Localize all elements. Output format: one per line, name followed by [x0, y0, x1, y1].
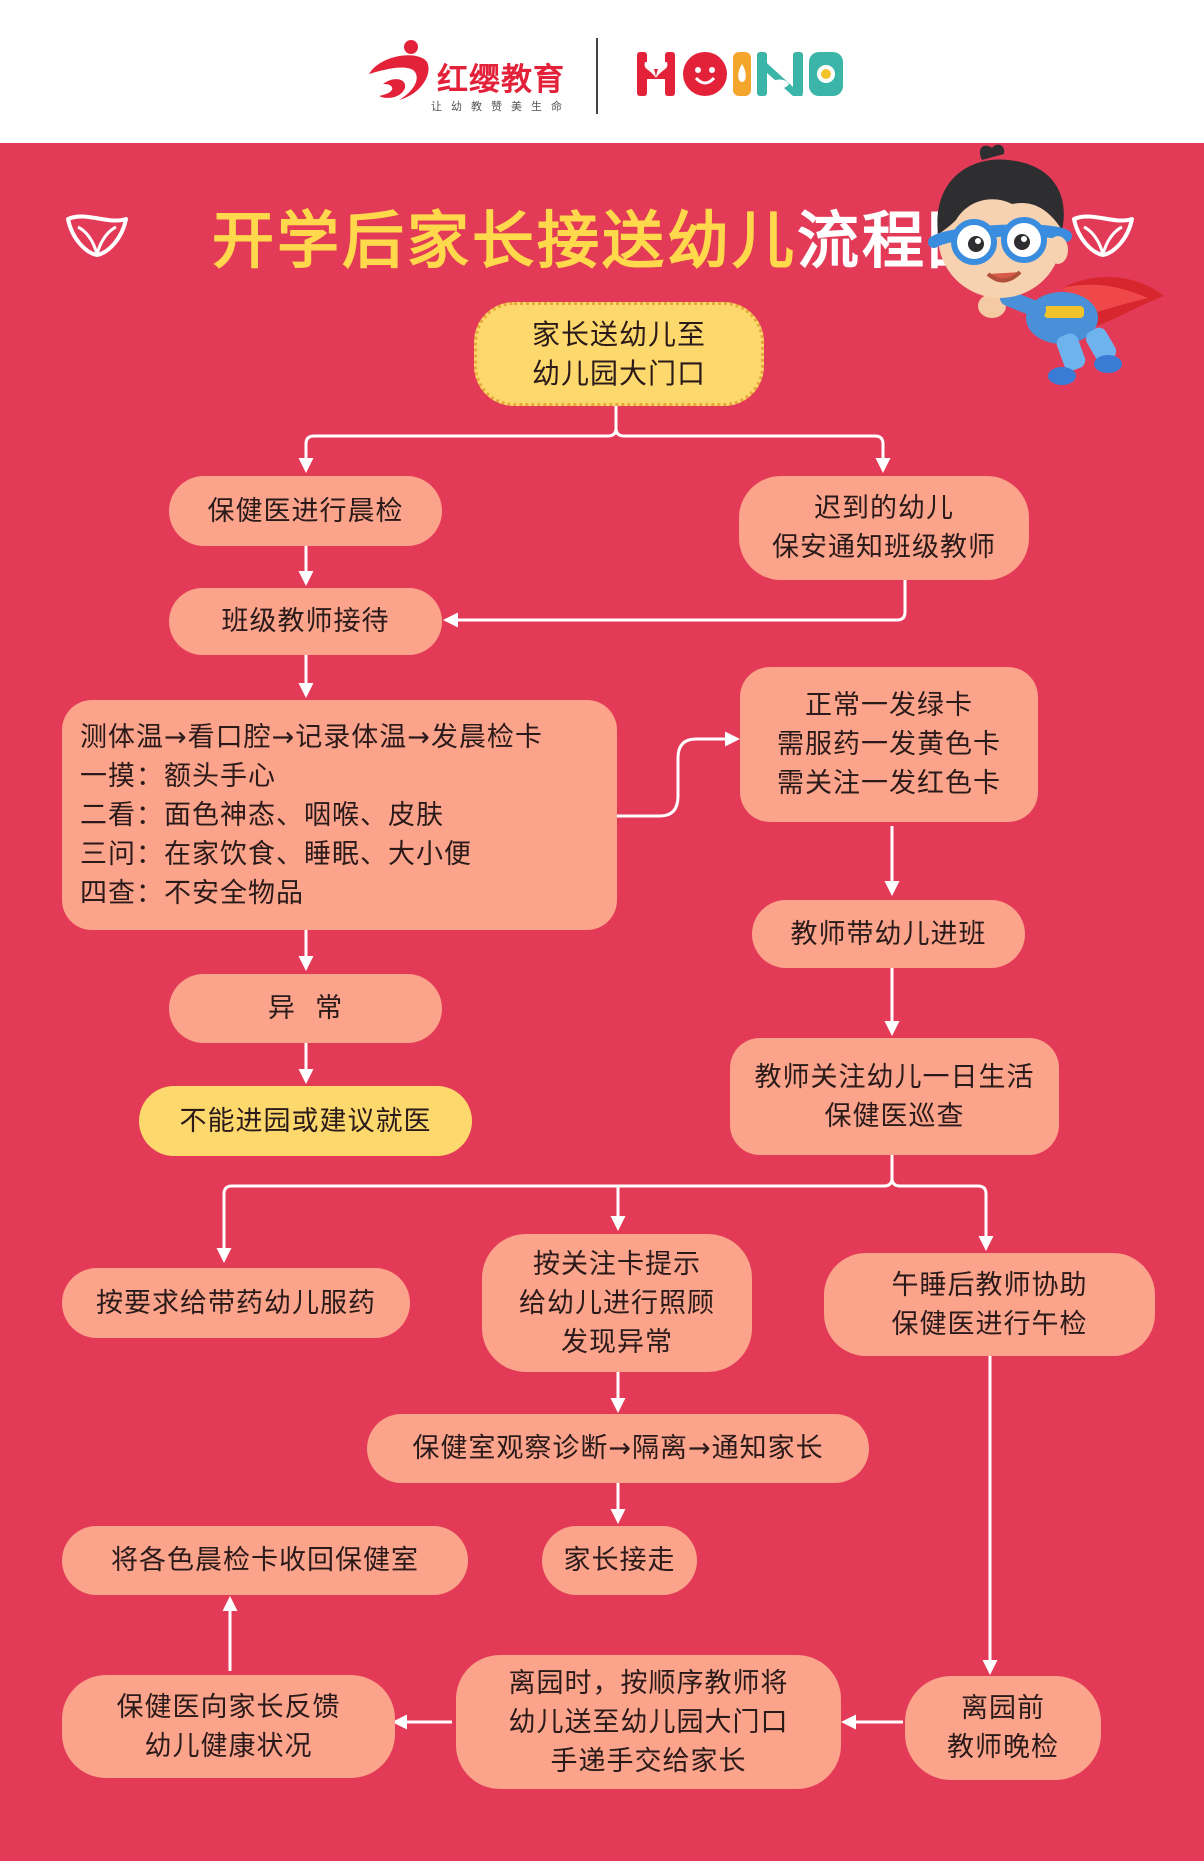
header: 红缨教育 让幼教赞美生命: [0, 0, 1204, 143]
node-text: 午睡后教师协助: [891, 1269, 1088, 1301]
node-text: 需服药一发黄色卡: [777, 729, 1001, 760]
node-text: 幼儿园大门口: [531, 357, 706, 390]
brand-slogan: 让幼教赞美生命: [431, 100, 571, 113]
node-text: 正常一发绿卡: [805, 690, 973, 721]
heart-wing-right-icon: [1072, 214, 1134, 257]
node-collect-cards: 将各色晨检卡收回保健室: [62, 1526, 468, 1595]
node-text: 需关注一发红色卡: [777, 768, 1001, 799]
node-text: 家长接走: [563, 1545, 676, 1576]
node-text: 异 常: [267, 993, 344, 1024]
node-text: 离园时，按顺序教师将: [508, 1667, 789, 1699]
node-isolation: 保健室观察诊断→隔离→通知家长: [367, 1414, 869, 1483]
title-part-1: 开学后家长接送幼儿: [211, 204, 797, 277]
arrow-start-to-late: [614, 427, 891, 473]
node-cards: 正常一发绿卡需服药一发黄色卡需关注一发红色卡: [740, 667, 1038, 822]
arrow-late-to-teacher: [443, 580, 907, 628]
superhero-mascot-icon: [928, 144, 1164, 385]
node-late: 迟到的幼儿保安通知班级教师: [739, 476, 1029, 580]
node-abnormal: 异 常: [169, 974, 442, 1043]
node-feedback: 保健医向家长反馈幼儿健康状况: [62, 1675, 395, 1778]
node-parent-pickup: 家长接走: [542, 1526, 697, 1595]
node-handover: 离园时，按顺序教师将幼儿送至幼儿园大门口手递手交给家长: [456, 1655, 841, 1789]
arrow-start-to-morning-check: [298, 406, 618, 473]
node-text: 一摸：额头手心: [80, 760, 276, 792]
node-text: 保健医向家长反馈: [116, 1691, 341, 1723]
node-text: 幼儿健康状况: [144, 1730, 313, 1762]
node-text: 保安通知班级教师: [772, 532, 996, 563]
node-text: 家长送幼儿至: [531, 318, 706, 351]
node-text: 教师关注幼儿一日生活: [754, 1061, 1035, 1093]
header-divider: [596, 38, 598, 114]
node-text: 手递手交给家长: [550, 1745, 747, 1777]
node-into-class: 教师带幼儿进班: [752, 900, 1025, 968]
node-teacher-receive: 班级教师接待: [169, 588, 442, 655]
node-text: 发现异常: [561, 1326, 673, 1358]
node-text: 不能进园或建议就医: [179, 1105, 432, 1137]
node-text: 四查：不安全物品: [80, 877, 304, 909]
node-nap-check: 午睡后教师协助保健医进行午检: [824, 1253, 1155, 1356]
node-text: 给幼儿进行照顾: [519, 1287, 715, 1319]
node-text: 保健医进行晨检: [207, 495, 404, 527]
node-text: 测体温→看口腔→记录体温→发晨检卡: [80, 721, 543, 753]
node-evening-check: 离园前教师晚检: [905, 1676, 1101, 1780]
node-morning-check: 保健医进行晨检: [169, 476, 442, 546]
node-text: 按关注卡提示: [533, 1248, 701, 1280]
brand-name: 红缨教育: [437, 62, 565, 98]
brand-swoosh-icon: [369, 40, 429, 100]
node-text: 按要求给带药幼儿服药: [96, 1287, 376, 1319]
arrow-steps-to-cards: [617, 731, 740, 818]
node-medicine: 按要求给带药幼儿服药: [62, 1268, 410, 1338]
node-text: 将各色晨检卡收回保健室: [111, 1545, 419, 1576]
brand-logo: 红缨教育 让幼教赞美生命: [361, 34, 581, 114]
node-text: 幼儿送至幼儿园大门口: [508, 1706, 789, 1738]
node-text: 离园前: [961, 1693, 1045, 1724]
node-text: 三问：在家饮食、睡眠、大小便: [80, 838, 472, 870]
node-text: 保健室观察诊断→隔离→通知家长: [412, 1433, 824, 1464]
arrow-daily-to-nap: [890, 1177, 994, 1251]
node-text: 教师晚检: [947, 1732, 1059, 1763]
node-start: 家长送幼儿至幼儿园大门口: [474, 302, 764, 406]
node-text: 迟到的幼儿: [814, 493, 954, 524]
node-no-entry: 不能进园或建议就医: [139, 1086, 472, 1156]
node-text: 保健医巡查: [824, 1100, 965, 1132]
node-daily-care: 教师关注幼儿一日生活保健医巡查: [730, 1038, 1059, 1155]
node-text: 二看：面色神态、咽喉、皮肤: [80, 799, 444, 831]
node-text: 保健医进行午检: [891, 1308, 1088, 1340]
heart-wing-left-icon: [66, 214, 128, 257]
node-attention: 按关注卡提示给幼儿进行照顾发现异常: [482, 1234, 752, 1372]
node-check-steps: 测体温→看口腔→记录体温→发晨检卡 一摸：额头手心 二看：面色神态、咽喉、皮肤 …: [62, 700, 617, 930]
partner-logo-icon: [637, 52, 843, 96]
node-text: 教师带幼儿进班: [790, 918, 987, 950]
node-text: 班级教师接待: [221, 606, 390, 637]
